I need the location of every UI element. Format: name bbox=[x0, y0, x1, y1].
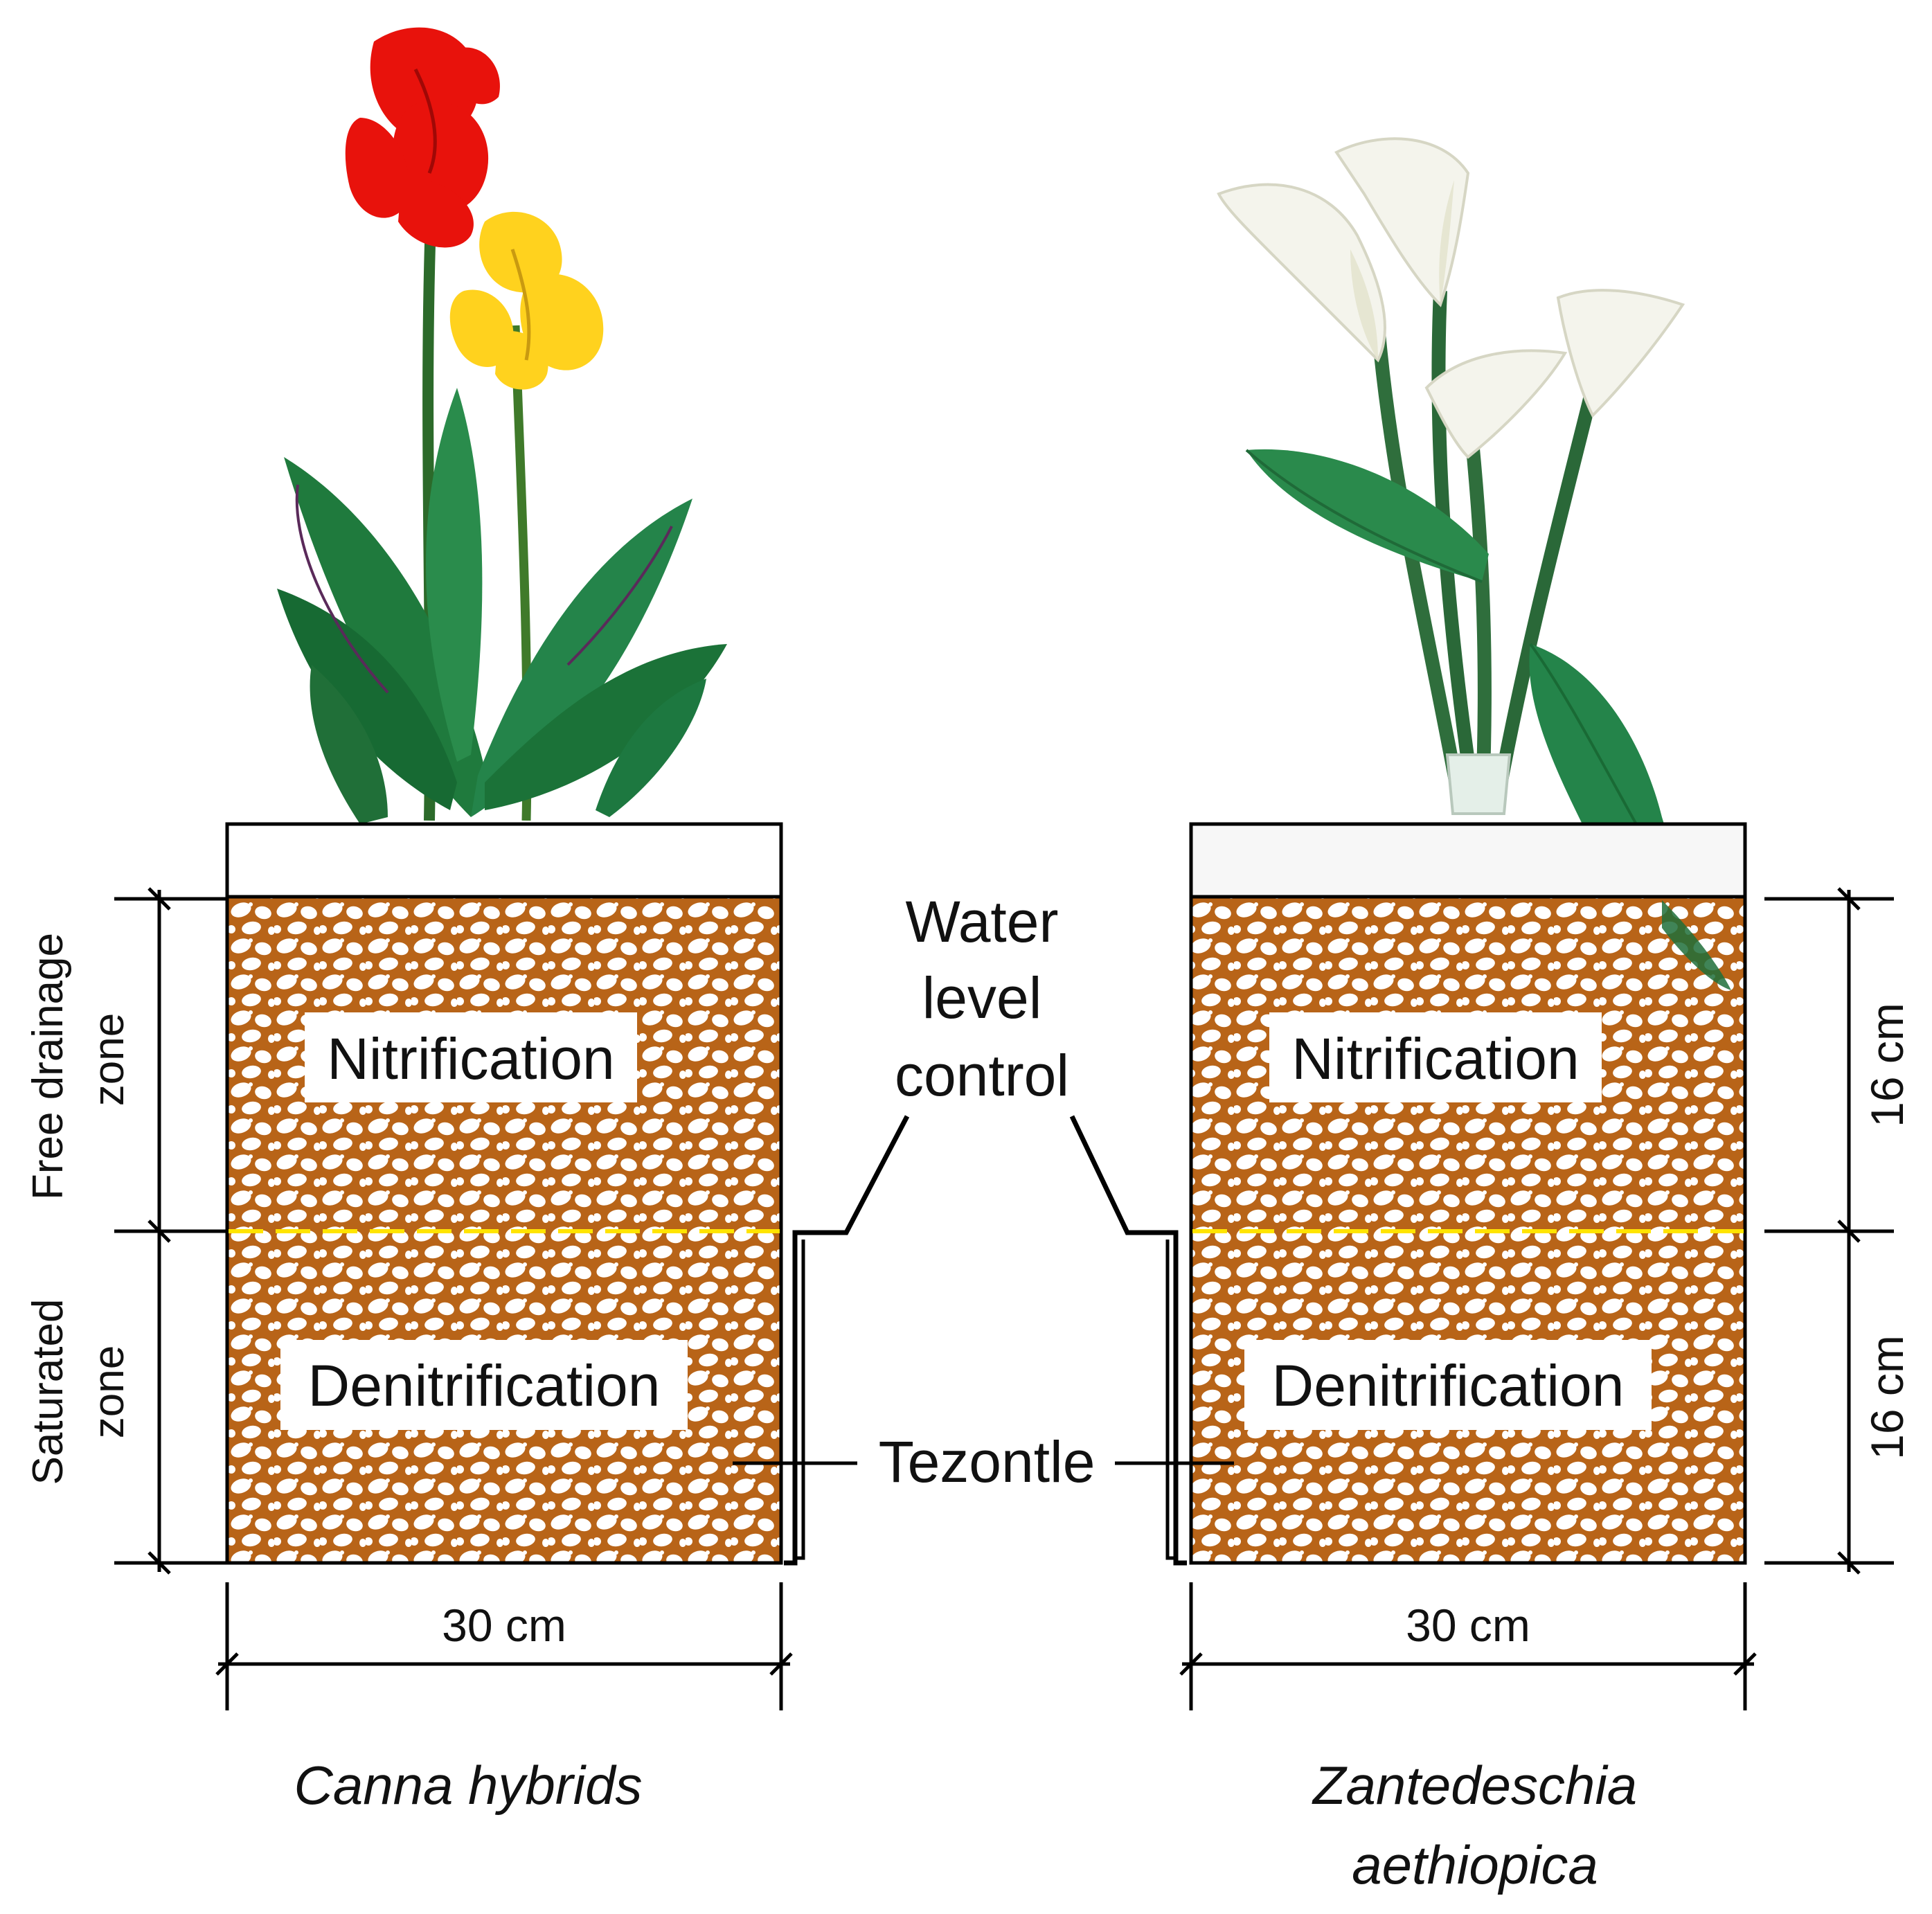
right-nitrification-label: Nitrification bbox=[1291, 1026, 1579, 1091]
water-level-control-label: Water level control bbox=[895, 889, 1069, 1108]
right-nitrification-box bbox=[1269, 1012, 1602, 1102]
right-denitrification-label: Denitrification bbox=[1272, 1353, 1625, 1418]
water-level-control-pipes bbox=[784, 1115, 1187, 1566]
right-substrate bbox=[1189, 895, 1747, 1565]
left-nitrification-box bbox=[305, 1012, 637, 1102]
right-width-dimension bbox=[1179, 1582, 1757, 1710]
canna-caption: Canna hybrids bbox=[294, 1755, 643, 1816]
left-width-label: 30 cm bbox=[442, 1600, 566, 1651]
water-level-label-line3: control bbox=[895, 1043, 1069, 1108]
free-drainage-zone-label-line1: Free drainage bbox=[24, 933, 72, 1200]
tezontle-label: Tezontle bbox=[879, 1429, 1095, 1494]
water-level-label-line1: Water bbox=[906, 889, 1059, 954]
left-container-top bbox=[225, 822, 783, 899]
left-substrate bbox=[225, 895, 783, 1565]
right-width-label: 30 cm bbox=[1406, 1600, 1530, 1651]
right-height-dimension bbox=[1764, 887, 1894, 1575]
tezontle-callout: Tezontle bbox=[733, 1429, 1234, 1494]
zantedeschia-caption-line1: Zantedeschia bbox=[1312, 1755, 1637, 1816]
lower-height-label: 16 cm bbox=[1861, 1335, 1913, 1460]
left-width-dimension bbox=[215, 1582, 793, 1710]
saturated-zone-label-line1: Saturated bbox=[24, 1299, 72, 1485]
left-denitrification-box bbox=[280, 1340, 688, 1430]
calla-plant-illustration bbox=[1217, 137, 1745, 997]
left-zone-dimension bbox=[114, 887, 227, 1575]
left-nitrification-label: Nitrification bbox=[327, 1026, 614, 1091]
right-wetland-container: Nitrification Denitrification bbox=[1189, 822, 1747, 1565]
water-level-label-line2: level bbox=[922, 965, 1042, 1030]
free-drainage-zone-label-line2: zone bbox=[85, 1013, 133, 1106]
right-denitrification-box bbox=[1244, 1340, 1652, 1430]
upper-height-label: 16 cm bbox=[1861, 1003, 1913, 1127]
saturated-zone-label-line2: zone bbox=[85, 1345, 133, 1438]
zantedeschia-caption-line2: aethiopica bbox=[1352, 1834, 1598, 1895]
left-denitrification-label: Denitrification bbox=[308, 1353, 661, 1418]
left-wetland-container: Nitrification Denitrification bbox=[225, 822, 783, 1565]
right-container-top bbox=[1189, 822, 1747, 899]
canna-plant-illustration bbox=[277, 27, 727, 824]
